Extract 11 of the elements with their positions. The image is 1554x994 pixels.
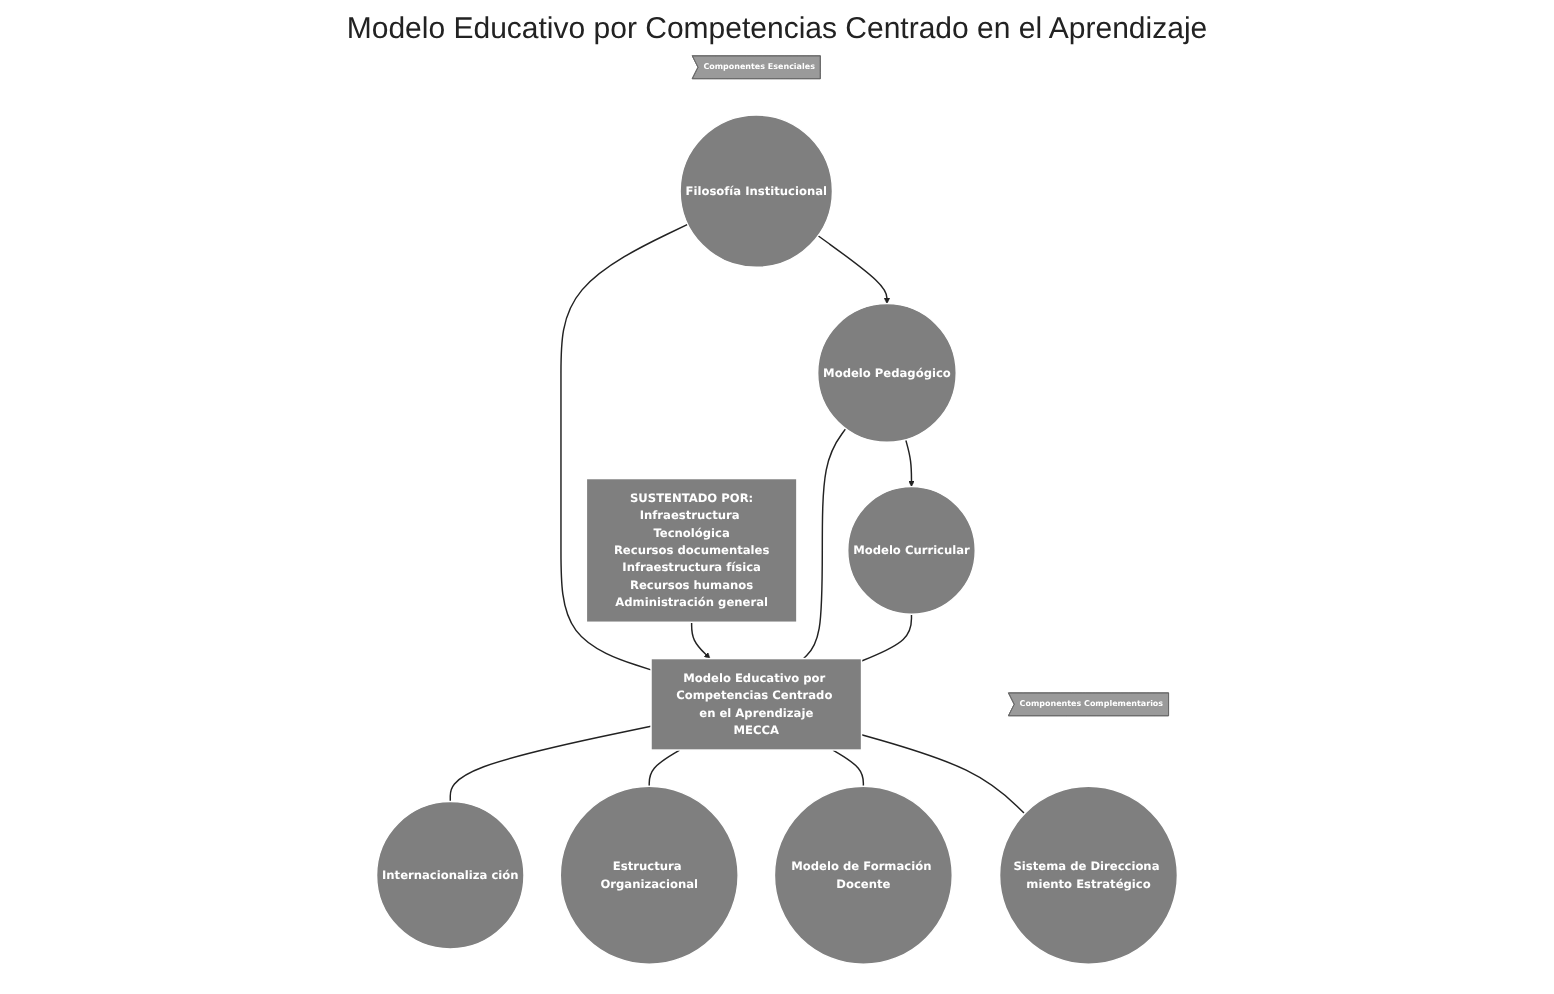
connector [832, 749, 865, 788]
arrow [690, 621, 711, 659]
connector [860, 733, 1026, 815]
connector [648, 749, 681, 788]
connector [449, 725, 652, 803]
connector [560, 223, 689, 671]
diagram-title: Modelo Educativo por Competencias Centrado en el Aprendizaje [344, 12, 1210, 46]
connector [860, 613, 913, 662]
connector [802, 427, 847, 660]
arrow [817, 235, 891, 304]
arrow [904, 438, 915, 487]
